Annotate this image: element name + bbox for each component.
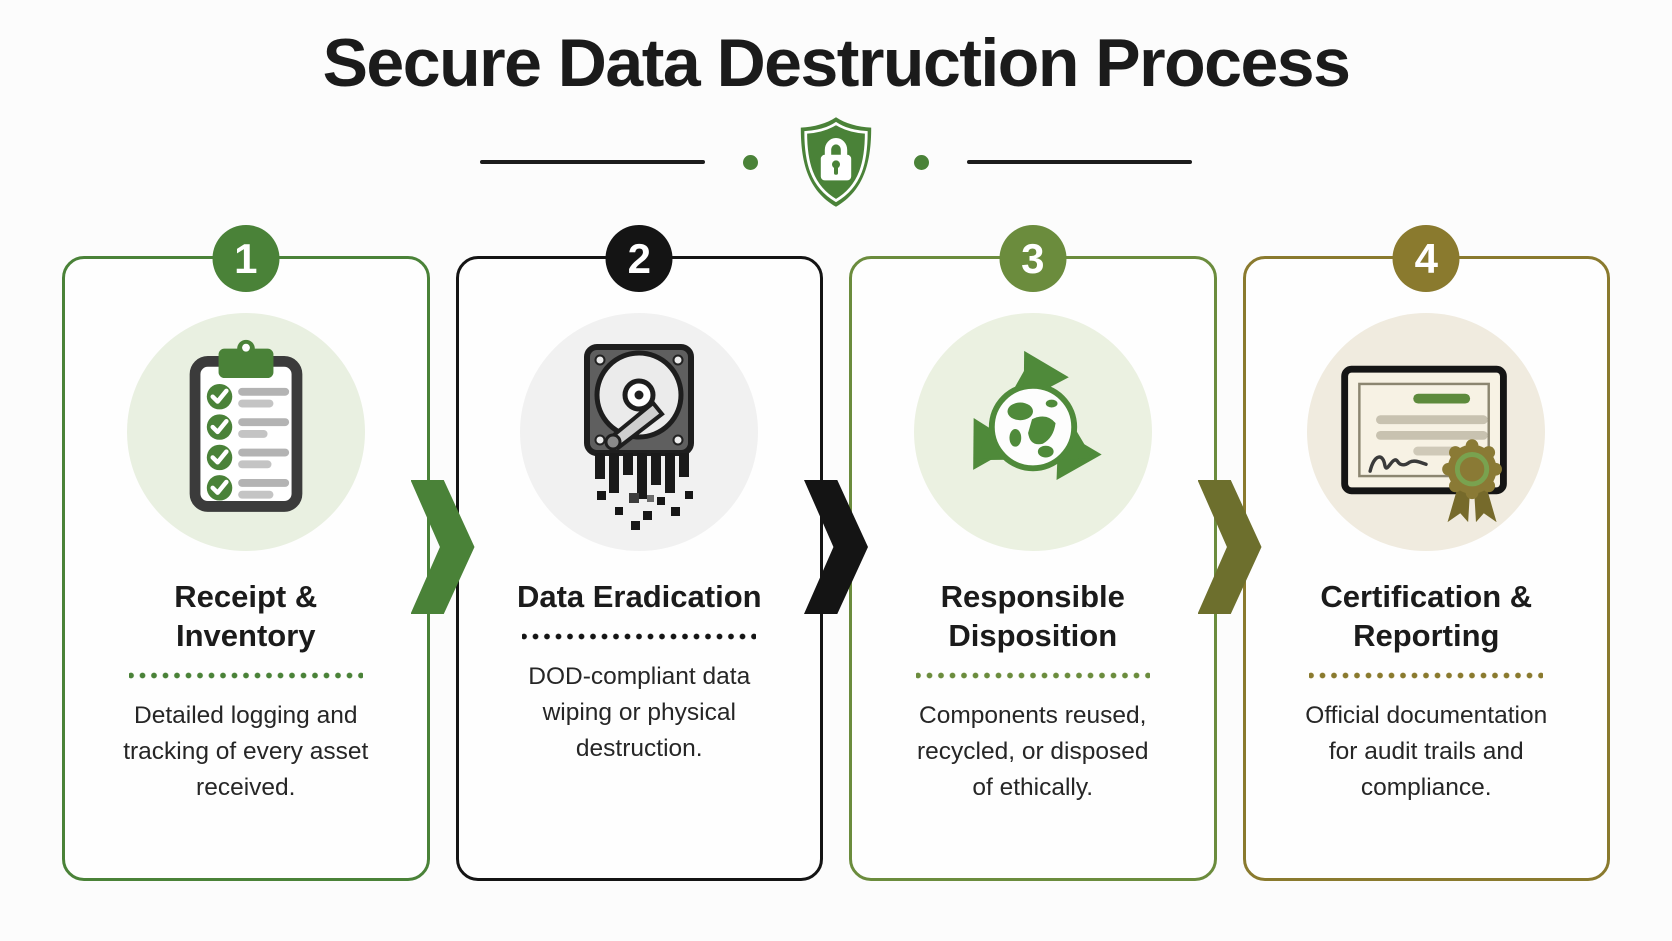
step-title: Receipt & Inventory bbox=[174, 579, 318, 654]
dotted-divider bbox=[128, 671, 363, 681]
shield-lock-icon bbox=[796, 114, 876, 210]
dotted-divider bbox=[1309, 671, 1544, 681]
step-number-badge: 2 bbox=[605, 225, 673, 292]
step-icon-circle bbox=[1307, 313, 1546, 551]
divider-dot-right bbox=[914, 154, 929, 170]
process-steps: 1 bbox=[62, 225, 1610, 881]
dotted-divider bbox=[915, 671, 1150, 681]
step-icon-circle bbox=[913, 313, 1152, 551]
step-description: DOD-compliant data wiping or physical de… bbox=[528, 663, 751, 762]
recycle-globe-icon bbox=[930, 327, 1136, 538]
clipboard-checklist-icon bbox=[148, 332, 344, 533]
step-description: Official documentation for audit trails … bbox=[1305, 702, 1548, 801]
dotted-divider bbox=[522, 632, 757, 642]
step-description: Detailed logging and tracking of every a… bbox=[123, 702, 369, 801]
step-card-responsible-disposition: 3 bbox=[849, 225, 1217, 881]
divider-line-left bbox=[480, 160, 705, 164]
divider-line-right bbox=[967, 160, 1192, 164]
step-icon-circle bbox=[126, 313, 365, 551]
page-title: Secure Data Destruction Process bbox=[322, 25, 1351, 101]
step-icon-circle bbox=[520, 313, 759, 551]
step-title: Responsible Disposition bbox=[940, 579, 1125, 654]
shredded-hard-drive-icon bbox=[539, 325, 739, 540]
step-card-certification-reporting: 4 bbox=[1242, 225, 1610, 881]
step-title: Certification & Reporting bbox=[1320, 579, 1533, 654]
step-number-badge: 3 bbox=[999, 225, 1067, 292]
header: Secure Data Destruction Process bbox=[0, 0, 1672, 210]
step-card-receipt-inventory: 1 bbox=[62, 225, 430, 881]
step-title: Data Eradication bbox=[516, 579, 762, 614]
step-number-badge: 1 bbox=[212, 225, 280, 292]
certificate-ribbon-icon bbox=[1323, 332, 1529, 533]
step-number-badge: 4 bbox=[1392, 225, 1460, 292]
header-divider bbox=[0, 114, 1672, 210]
step-description: Components reused, recycled, or disposed… bbox=[916, 702, 1149, 801]
divider-dot-left bbox=[743, 154, 758, 170]
step-card-data-eradication: 2 bbox=[455, 225, 823, 881]
